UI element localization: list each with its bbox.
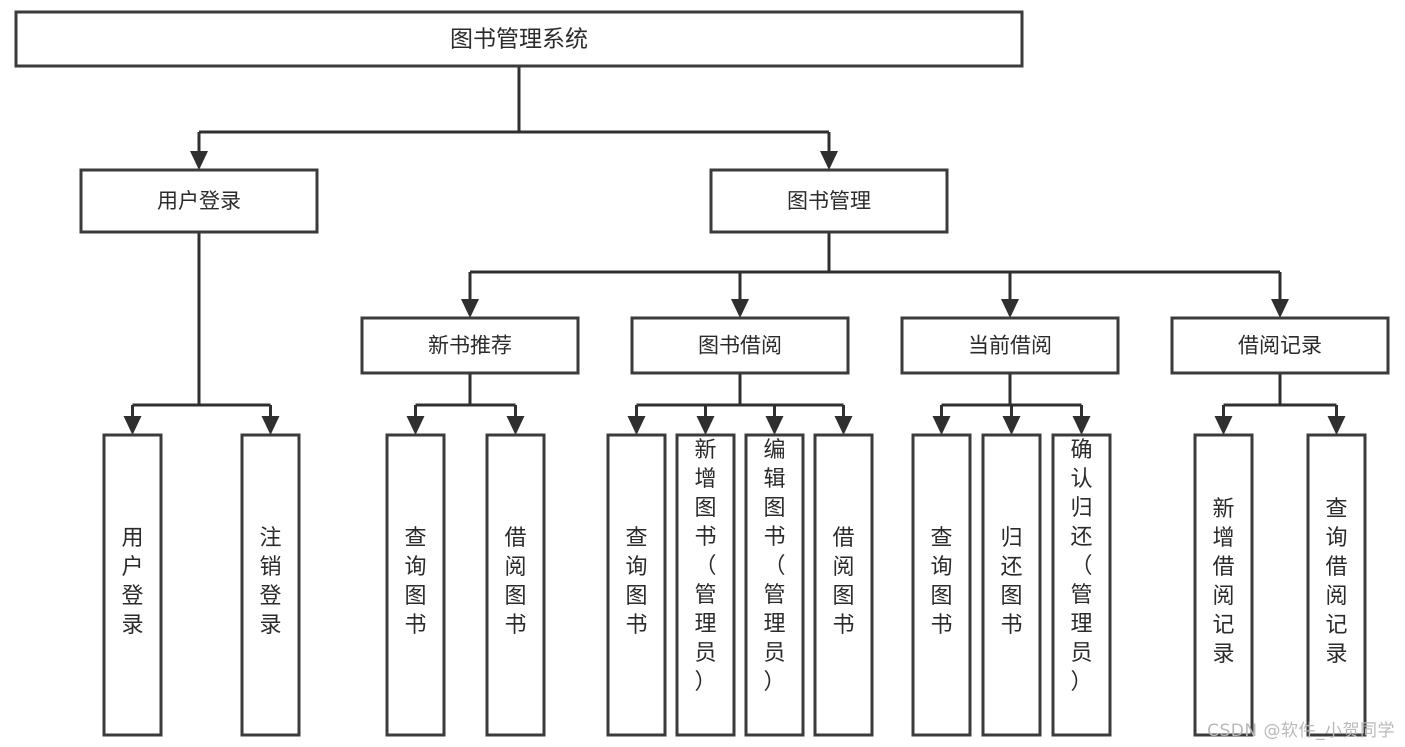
arrow-head-icon [461, 299, 479, 318]
leaf-label: 借阅图书 [832, 526, 854, 638]
leaf-label: 查询图书 [930, 526, 952, 638]
leaf-label: 编辑图书（管理员） [763, 438, 785, 695]
arrow-head-icon [834, 416, 853, 435]
leaf-node-leaf-query-book-recommend[interactable]: 查询图书 [385, 433, 446, 737]
leaf-label: 查询图书 [404, 526, 426, 638]
leaf-label: 注销登录 [259, 526, 281, 638]
root-node-system[interactable]: 图书管理系统 [14, 10, 1024, 68]
leaf-label: 借阅图书 [504, 526, 526, 638]
arrow-head-icon [506, 416, 525, 435]
connector-layer [123, 66, 1346, 435]
level1-node-book-management[interactable]: 图书管理 [709, 168, 949, 234]
node-label: 图书借阅 [698, 334, 782, 358]
arrow-head-icon [261, 416, 280, 435]
arrow-head-icon [1327, 416, 1346, 435]
level1-node-user-login[interactable]: 用户登录 [79, 168, 319, 234]
leaf-node-leaf-confirm-return-admin[interactable]: 确认归还（管理员） [1051, 433, 1112, 737]
node-label: 图书管理 [787, 189, 871, 213]
node-label: 图书管理系统 [450, 27, 588, 53]
leaf-node-leaf-edit-book-admin[interactable]: 编辑图书（管理员） [744, 433, 805, 737]
arrow-head-icon [1002, 416, 1021, 435]
leaf-label: 新增借阅记录 [1212, 497, 1234, 667]
leaf-node-leaf-borrow-book-recommend[interactable]: 借阅图书 [485, 433, 546, 737]
node-layer: 图书管理系统用户登录图书管理新书推荐图书借阅当前借阅借阅记录用户登录注销登录查询… [14, 10, 1390, 737]
arrow-head-icon [731, 299, 749, 318]
arrow-head-icon [820, 151, 838, 170]
arrow-head-icon [1072, 416, 1091, 435]
leaf-label: 确认归还（管理员） [1070, 438, 1092, 695]
leaf-node-leaf-logout-login[interactable]: 注销登录 [240, 433, 301, 737]
arrow-head-icon [123, 416, 142, 435]
leaf-node-leaf-query-book-current[interactable]: 查询图书 [911, 433, 972, 737]
arrow-head-icon [932, 416, 951, 435]
level2-node-borrow-record[interactable]: 借阅记录 [1170, 316, 1390, 375]
node-label: 用户登录 [157, 189, 241, 213]
leaf-label: 查询借阅记录 [1325, 497, 1347, 667]
leaf-label: 用户登录 [121, 526, 143, 638]
leaf-label: 查询图书 [625, 526, 647, 638]
arrow-head-icon [1001, 299, 1019, 318]
level2-node-book-borrow[interactable]: 图书借阅 [630, 316, 850, 375]
leaf-node-leaf-borrow-book[interactable]: 借阅图书 [813, 433, 874, 737]
leaf-node-leaf-return-book[interactable]: 归还图书 [981, 433, 1042, 737]
leaf-label: 归还图书 [1000, 526, 1022, 638]
leaf-node-leaf-add-book-admin[interactable]: 新增图书（管理员） [675, 433, 736, 737]
arrow-head-icon [406, 416, 425, 435]
leaf-node-leaf-query-borrow-record[interactable]: 查询借阅记录 [1306, 433, 1367, 737]
leaf-label: 新增图书（管理员） [694, 438, 716, 695]
arrow-head-icon [1214, 416, 1233, 435]
level2-node-new-book-recommend[interactable]: 新书推荐 [360, 316, 580, 375]
node-label: 当前借阅 [968, 334, 1052, 358]
leaf-node-leaf-user-login[interactable]: 用户登录 [102, 433, 163, 737]
leaf-node-leaf-add-borrow-record[interactable]: 新增借阅记录 [1193, 433, 1254, 737]
node-label: 新书推荐 [428, 334, 512, 358]
leaf-node-leaf-query-book-borrow[interactable]: 查询图书 [606, 433, 667, 737]
csdn-watermark: CSDN @软件_小贺同学 [1207, 721, 1395, 741]
level2-node-current-borrow[interactable]: 当前借阅 [900, 316, 1120, 375]
arrow-head-icon [765, 416, 784, 435]
node-label: 借阅记录 [1238, 334, 1322, 358]
arrow-head-icon [627, 416, 646, 435]
arrow-head-icon [1271, 299, 1289, 318]
arrow-head-icon [696, 416, 715, 435]
arrow-head-icon [190, 151, 208, 170]
